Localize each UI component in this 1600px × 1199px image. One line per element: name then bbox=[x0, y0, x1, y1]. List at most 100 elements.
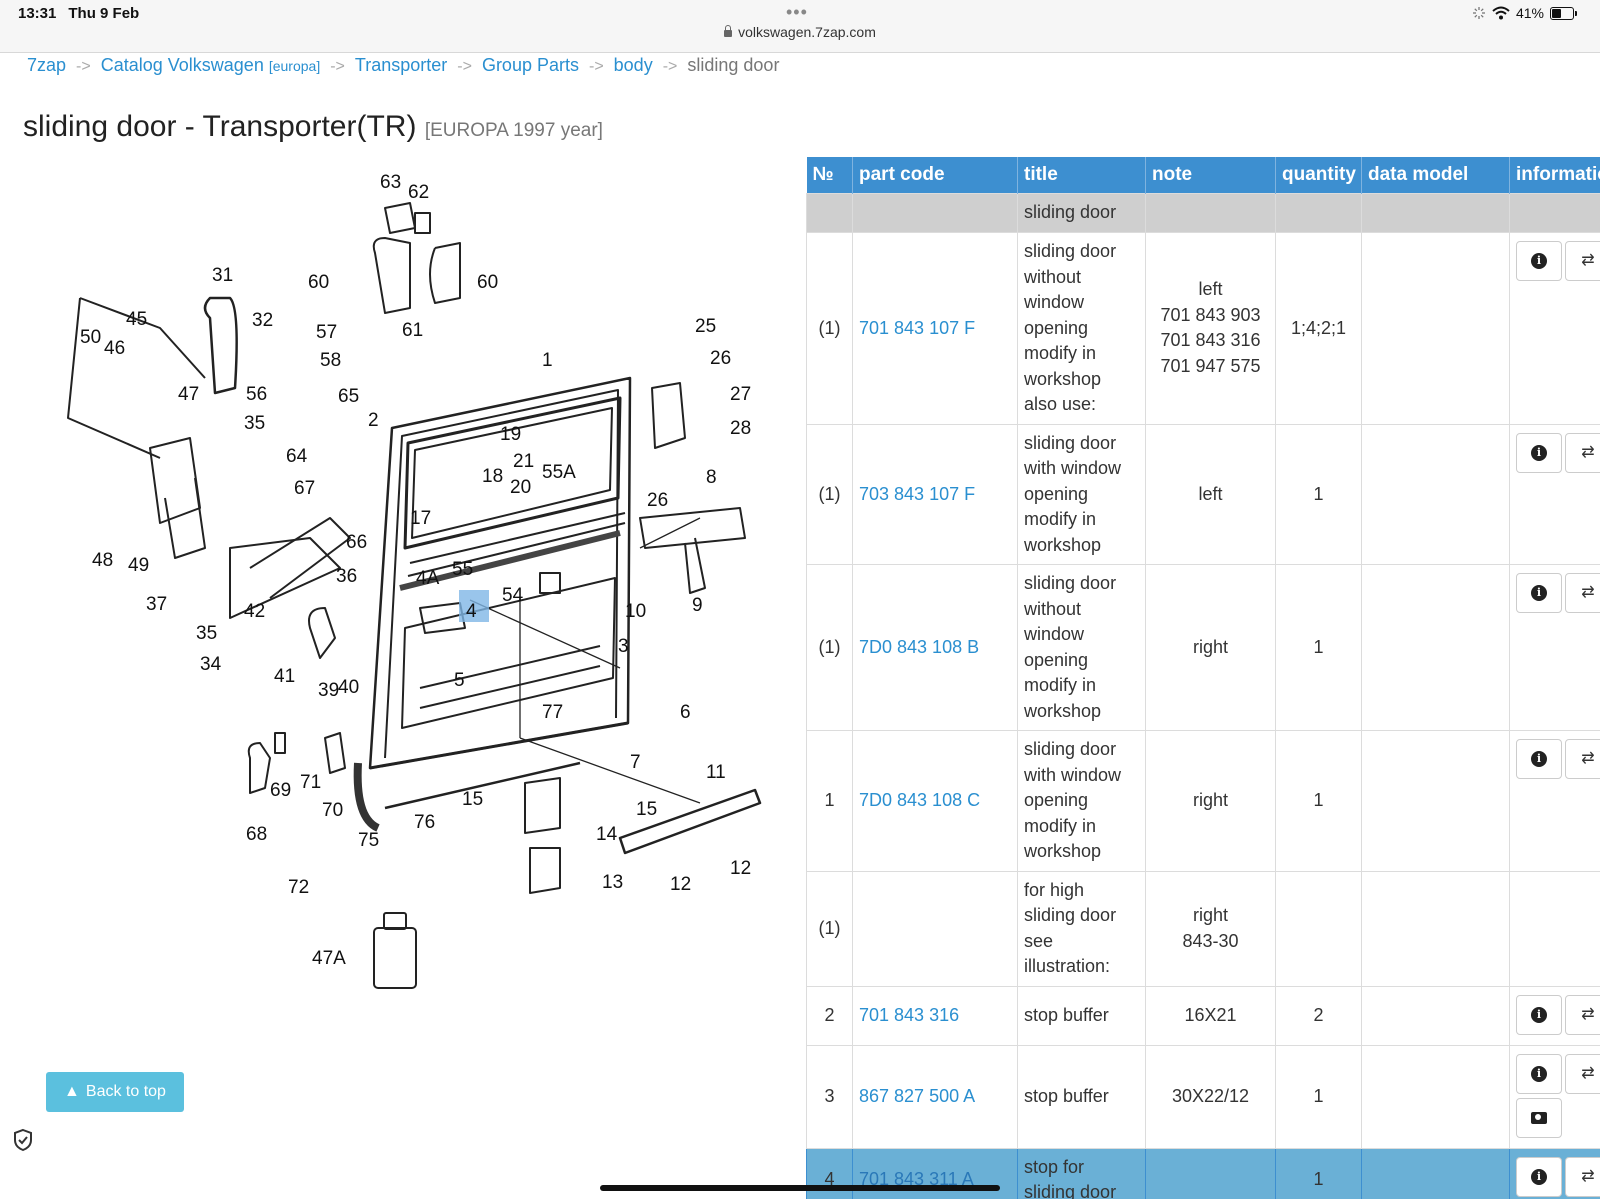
diagram-callout-41[interactable]: 41 bbox=[274, 666, 295, 687]
part-code-link[interactable]: 7D0 843 108 C bbox=[859, 790, 981, 810]
photo-button[interactable] bbox=[1516, 1097, 1562, 1138]
compare-button[interactable]: ⇄ bbox=[1565, 1156, 1600, 1197]
diagram-callout-42[interactable]: 42 bbox=[244, 601, 265, 622]
col-note[interactable]: note bbox=[1145, 157, 1276, 194]
address-bar[interactable]: volkswagen.7zap.com bbox=[0, 24, 1600, 40]
info-button[interactable]: i bbox=[1516, 1156, 1562, 1197]
compare-button[interactable]: ⇄ bbox=[1565, 432, 1600, 473]
diagram-callout-9[interactable]: 9 bbox=[692, 595, 703, 616]
diagram-callout-70[interactable]: 70 bbox=[322, 800, 343, 821]
diagram-callout-5[interactable]: 5 bbox=[454, 670, 465, 691]
col-information[interactable]: informatio bbox=[1509, 157, 1600, 194]
diagram-callout-2[interactable]: 2 bbox=[368, 410, 379, 431]
diagram-callout-75[interactable]: 75 bbox=[358, 830, 379, 851]
compare-button[interactable]: ⇄ bbox=[1565, 241, 1600, 281]
col-part-code[interactable]: part code bbox=[852, 157, 1018, 194]
part-code-link[interactable]: 701 843 311 A bbox=[859, 1169, 974, 1190]
diagram-callout-31[interactable]: 31 bbox=[212, 265, 233, 286]
diagram-callout-47[interactable]: 47 bbox=[178, 384, 199, 405]
back-to-top-button[interactable]: ▲Back to top bbox=[46, 1072, 184, 1112]
info-button[interactable]: i bbox=[1516, 994, 1562, 1035]
compare-button[interactable]: ⇄ bbox=[1565, 739, 1600, 779]
diagram-callout-26[interactable]: 26 bbox=[710, 348, 731, 369]
col-data-model[interactable]: data model bbox=[1361, 157, 1510, 194]
diagram-callout-4[interactable]: 4 bbox=[466, 601, 477, 622]
diagram-callout-47a[interactable]: 47A bbox=[312, 948, 346, 969]
diagram-callout-8[interactable]: 8 bbox=[706, 467, 717, 488]
breadcrumb-transporter[interactable]: Transporter bbox=[354, 55, 448, 75]
diagram-callout-21[interactable]: 21 bbox=[513, 451, 534, 472]
diagram-callout-13[interactable]: 13 bbox=[602, 872, 623, 893]
info-button[interactable]: i bbox=[1516, 739, 1562, 779]
diagram-callout-19[interactable]: 19 bbox=[500, 424, 521, 445]
diagram-callout-58[interactable]: 58 bbox=[320, 350, 341, 371]
diagram-callout-18[interactable]: 18 bbox=[482, 466, 503, 487]
part-code-link[interactable]: 7D0 843 108 B bbox=[859, 636, 980, 657]
info-button[interactable]: i bbox=[1516, 241, 1562, 281]
diagram-callout-48[interactable]: 48 bbox=[92, 550, 113, 571]
diagram-callout-55[interactable]: 55 bbox=[452, 559, 473, 580]
diagram-callout-37[interactable]: 37 bbox=[146, 594, 167, 615]
diagram-callout-77[interactable]: 77 bbox=[542, 702, 563, 723]
diagram-callout-56[interactable]: 56 bbox=[246, 384, 267, 405]
diagram-callout-63[interactable]: 63 bbox=[380, 172, 401, 193]
diagram-callout-1[interactable]: 1 bbox=[542, 350, 553, 371]
diagram-callout-25[interactable]: 25 bbox=[695, 316, 716, 337]
diagram-callout-55a[interactable]: 55A bbox=[542, 462, 576, 483]
diagram-callout-68[interactable]: 68 bbox=[246, 824, 267, 845]
info-button[interactable]: i bbox=[1516, 573, 1562, 613]
col-title[interactable]: title bbox=[1017, 157, 1146, 194]
diagram-callout-15[interactable]: 15 bbox=[462, 789, 483, 810]
diagram-callout-12[interactable]: 12 bbox=[730, 858, 751, 879]
diagram-callout-14[interactable]: 14 bbox=[596, 824, 618, 845]
diagram-callout-36[interactable]: 36 bbox=[336, 566, 357, 587]
diagram-callout-6[interactable]: 6 bbox=[680, 702, 691, 723]
home-indicator[interactable] bbox=[600, 1185, 1000, 1191]
compare-button[interactable]: ⇄ bbox=[1565, 573, 1600, 613]
info-button[interactable]: i bbox=[1516, 1053, 1562, 1094]
part-code-link[interactable]: 701 843 107 F bbox=[859, 317, 976, 338]
diagram-callout-62[interactable]: 62 bbox=[408, 182, 429, 203]
part-code-link[interactable]: 701 843 316 bbox=[859, 1004, 960, 1025]
diagram-callout-50[interactable]: 50 bbox=[80, 327, 101, 348]
diagram-callout-10[interactable]: 10 bbox=[625, 601, 646, 622]
more-dots-icon[interactable]: ••• bbox=[786, 2, 808, 22]
diagram-callout-15[interactable]: 15 bbox=[636, 799, 657, 820]
diagram-callout-34[interactable]: 34 bbox=[200, 654, 222, 675]
diagram-callout-12[interactable]: 12 bbox=[670, 874, 691, 895]
diagram-callout-61[interactable]: 61 bbox=[402, 320, 423, 341]
compare-button[interactable]: ⇄ bbox=[1565, 994, 1600, 1035]
diagram-callout-26[interactable]: 26 bbox=[647, 490, 668, 511]
diagram-callout-65[interactable]: 65 bbox=[338, 386, 359, 407]
diagram-callout-46[interactable]: 46 bbox=[104, 338, 125, 359]
diagram-callout-54[interactable]: 54 bbox=[502, 585, 524, 606]
breadcrumb-catalog[interactable]: Catalog Volkswagen [europa] bbox=[100, 55, 321, 75]
diagram-callout-4a[interactable]: 4A bbox=[416, 568, 440, 589]
diagram-callout-7[interactable]: 7 bbox=[630, 752, 641, 773]
part-code-link[interactable]: 703 843 107 F bbox=[859, 483, 976, 504]
diagram-callout-35[interactable]: 35 bbox=[244, 413, 265, 434]
diagram-callout-71[interactable]: 71 bbox=[300, 772, 321, 793]
diagram-callout-20[interactable]: 20 bbox=[510, 477, 531, 498]
diagram-callout-69[interactable]: 69 bbox=[270, 780, 291, 801]
col-number[interactable]: № bbox=[806, 157, 853, 194]
compare-button[interactable]: ⇄ bbox=[1565, 1053, 1600, 1094]
diagram-callout-39[interactable]: 39 bbox=[318, 680, 339, 701]
diagram-callout-35[interactable]: 35 bbox=[196, 623, 217, 644]
shield-check-icon[interactable] bbox=[12, 1128, 34, 1152]
diagram-callout-60[interactable]: 60 bbox=[308, 272, 329, 293]
diagram-callout-57[interactable]: 57 bbox=[316, 322, 337, 343]
diagram-callout-28[interactable]: 28 bbox=[730, 418, 751, 439]
diagram-callout-76[interactable]: 76 bbox=[414, 812, 435, 833]
diagram-callout-40[interactable]: 40 bbox=[338, 677, 359, 698]
diagram-callout-64[interactable]: 64 bbox=[286, 446, 308, 467]
diagram-callout-11[interactable]: 11 bbox=[706, 762, 726, 783]
diagram-callout-45[interactable]: 45 bbox=[126, 309, 147, 330]
info-button[interactable]: i bbox=[1516, 432, 1562, 473]
breadcrumb-7zap[interactable]: 7zap bbox=[27, 55, 67, 75]
breadcrumb-body[interactable]: body bbox=[613, 55, 653, 75]
diagram-callout-72[interactable]: 72 bbox=[288, 877, 309, 898]
part-code-link[interactable]: 867 827 500 A bbox=[859, 1085, 976, 1106]
diagram-callout-66[interactable]: 66 bbox=[346, 532, 367, 553]
diagram-callout-67[interactable]: 67 bbox=[294, 478, 315, 499]
